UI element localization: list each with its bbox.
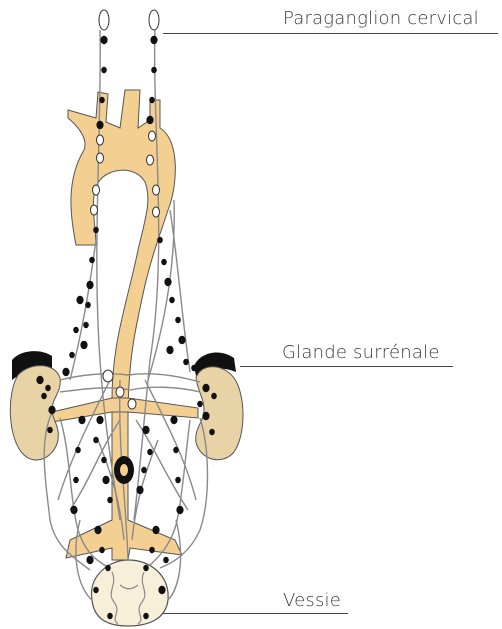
paraganglion-node bbox=[149, 547, 155, 553]
kidney-right bbox=[196, 367, 243, 460]
paraganglion-node bbox=[102, 476, 109, 484]
paraganglion-node bbox=[105, 565, 111, 571]
paraganglion-node bbox=[149, 97, 155, 103]
paraganglion-node bbox=[47, 427, 53, 433]
paraganglion-node bbox=[48, 406, 55, 414]
paraganglion-node bbox=[85, 302, 91, 308]
paraganglion-node bbox=[178, 336, 185, 344]
paraganglion-node bbox=[93, 587, 99, 593]
paraganglion-node bbox=[94, 526, 101, 534]
paraganglion-node bbox=[157, 237, 163, 243]
paraganglion-node bbox=[166, 346, 173, 354]
paraganglion-node bbox=[41, 393, 47, 399]
paraganglion-node bbox=[78, 416, 85, 424]
paraganglion-node bbox=[151, 67, 157, 73]
organ-of-zuckerkandl-center bbox=[120, 464, 128, 476]
paraganglion-node bbox=[99, 547, 105, 553]
adrenal-leader-line bbox=[240, 366, 453, 367]
paraganglion-node bbox=[96, 121, 103, 129]
paraganglion-node bbox=[141, 467, 147, 473]
label-paraganglion-cervical: Paraganglion cervical bbox=[283, 8, 479, 29]
paraganglion-node bbox=[89, 257, 95, 263]
paraganglion-node bbox=[176, 506, 183, 514]
paraganglion-node bbox=[101, 457, 107, 463]
paraganglion-node bbox=[73, 327, 79, 333]
paraganglion-node bbox=[143, 565, 149, 571]
paraganglion-node bbox=[164, 278, 171, 286]
paraganglion-node bbox=[83, 322, 89, 328]
paraganglion-node bbox=[76, 296, 83, 304]
label-vessie: Vessie bbox=[283, 590, 341, 611]
paraganglion-node bbox=[146, 116, 153, 124]
paraganglion-node bbox=[107, 497, 113, 503]
paraganglion-node bbox=[99, 97, 105, 103]
paraganglion-node bbox=[158, 586, 165, 594]
paraganglion-node bbox=[93, 437, 99, 443]
paraganglion-node bbox=[100, 36, 107, 44]
paraganglion-node bbox=[191, 365, 197, 371]
paraganglion-node bbox=[173, 447, 179, 453]
paraganglion-node bbox=[170, 416, 177, 424]
paraganglion-node bbox=[36, 376, 43, 384]
paraganglion-node bbox=[152, 526, 159, 534]
paraganglion-node bbox=[86, 556, 93, 564]
label-glande-surrenale: Glande surrénale bbox=[282, 342, 440, 363]
bladder bbox=[92, 560, 169, 626]
paraganglion-node bbox=[147, 449, 153, 455]
paraganglion-node bbox=[169, 297, 175, 303]
cervical-leader-line bbox=[163, 33, 498, 34]
paraganglion-node bbox=[136, 486, 143, 494]
paraganglion-node bbox=[163, 557, 169, 563]
paraganglion-node bbox=[96, 416, 103, 424]
paraganglion-node bbox=[62, 368, 69, 376]
paraganglion-node bbox=[73, 477, 79, 483]
paraganglion-node bbox=[80, 341, 87, 349]
paraganglion-node bbox=[70, 506, 77, 514]
paraganglion-node bbox=[202, 412, 209, 420]
paraganglion-node bbox=[183, 359, 189, 365]
paraganglion-node bbox=[101, 67, 107, 73]
paraganglion-node bbox=[175, 317, 181, 323]
paraganglion-node bbox=[202, 384, 209, 392]
paraganglion-node bbox=[45, 385, 51, 391]
paraganglion-node bbox=[211, 393, 217, 399]
bladder-leader-line bbox=[162, 613, 348, 614]
paraganglion-node bbox=[197, 401, 203, 407]
paraganglion-node bbox=[107, 613, 113, 619]
paraganglion-node bbox=[150, 36, 157, 44]
paraganglion-node bbox=[161, 259, 167, 265]
paraganglion-node bbox=[209, 429, 215, 435]
paraganglion-node bbox=[93, 227, 99, 233]
paraganglion-node bbox=[75, 447, 81, 453]
paraganglion-node bbox=[69, 352, 75, 358]
paraganglion-node bbox=[175, 477, 181, 483]
paraganglion-node bbox=[86, 281, 93, 289]
paraganglion-node bbox=[143, 613, 149, 619]
paraganglion-node bbox=[142, 426, 149, 434]
